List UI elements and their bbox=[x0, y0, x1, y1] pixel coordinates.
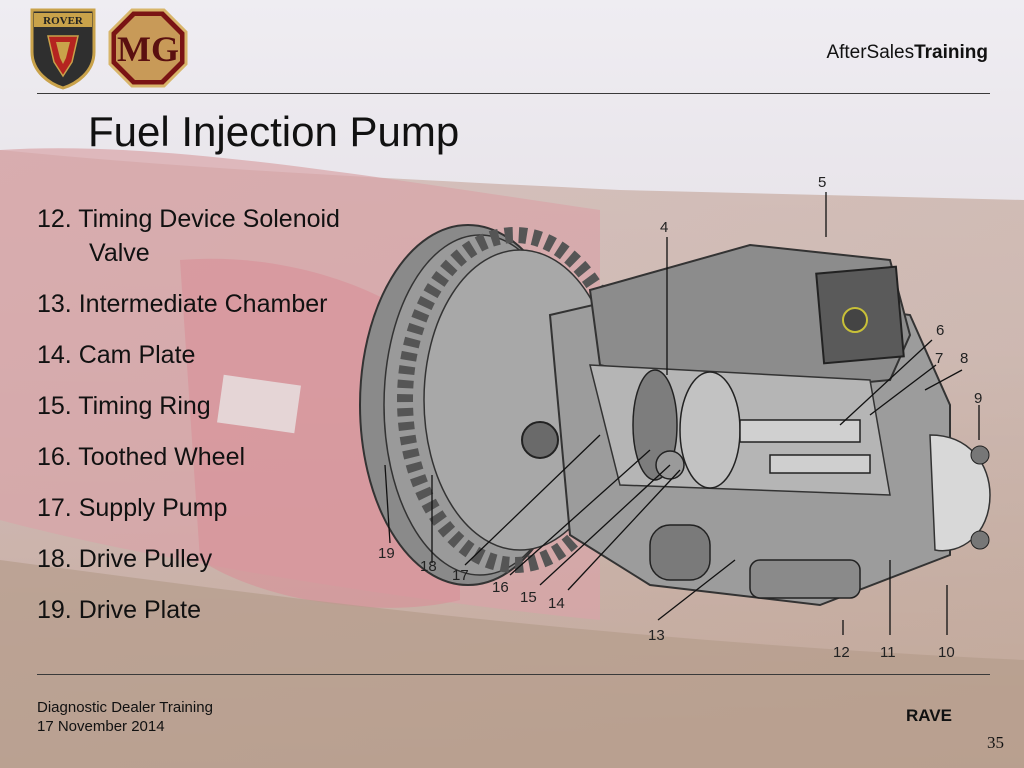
callout-label: 8 bbox=[960, 350, 968, 367]
list-item-label: Intermediate Chamber bbox=[78, 290, 328, 318]
page-number: 35 bbox=[987, 733, 1004, 752]
callout-label: 14 bbox=[548, 595, 565, 612]
callout-label: 15 bbox=[520, 589, 537, 606]
list-item: 15. Timing Ring bbox=[37, 389, 340, 423]
callout-label: 5 bbox=[818, 174, 826, 191]
fuel-injection-pump-diagram: 5 4 6 7 8 9 10 11 12 13 14 15 16 17 18 1… bbox=[359, 174, 991, 661]
header-rule bbox=[37, 93, 990, 94]
list-item-number: 18. bbox=[37, 545, 72, 573]
callout-label: 13 bbox=[648, 627, 665, 644]
list-item-number: 13. bbox=[37, 290, 72, 318]
list-item-label: Drive Pulley bbox=[78, 545, 213, 573]
callout-label: 12 bbox=[833, 644, 850, 661]
callout-label: 17 bbox=[452, 567, 469, 584]
footer-rule bbox=[37, 674, 990, 675]
rover-logo-text: ROVER bbox=[43, 15, 84, 27]
list-item-number: 17. bbox=[37, 494, 72, 522]
callout-label: 6 bbox=[936, 322, 944, 339]
page-title: Fuel Injection Pump bbox=[88, 108, 460, 155]
callout-label: 9 bbox=[974, 390, 982, 407]
mg-logo: MG bbox=[108, 8, 188, 88]
list-item-number: 12. bbox=[37, 205, 72, 233]
callout-label: 10 bbox=[938, 644, 955, 661]
footer-info: Diagnostic Dealer Training 17 November 2… bbox=[37, 698, 213, 736]
callout-label: 4 bbox=[660, 219, 668, 236]
rover-logo: ROVER bbox=[30, 8, 96, 90]
list-item: 17. Supply Pump bbox=[37, 491, 340, 525]
callout-label: 7 bbox=[935, 350, 943, 367]
list-item-label: Supply Pump bbox=[78, 494, 228, 522]
mg-logo-text: MG bbox=[117, 29, 179, 69]
rave-logo: RAVE bbox=[906, 706, 952, 725]
brand-prefix: AfterSales bbox=[826, 42, 915, 63]
brand-suffix: Training bbox=[914, 42, 988, 63]
list-item-number: 19. bbox=[37, 596, 72, 624]
list-item: 14. Cam Plate bbox=[37, 338, 340, 372]
list-item: 18. Drive Pulley bbox=[37, 542, 340, 576]
callout-label: 19 bbox=[378, 545, 395, 562]
callout-label: 11 bbox=[880, 644, 896, 661]
footer-course: Diagnostic Dealer Training bbox=[37, 699, 213, 716]
footer-date: 17 November 2014 bbox=[37, 718, 165, 735]
list-item: 19. Drive Plate bbox=[37, 593, 340, 627]
list-item: 13. Intermediate Chamber bbox=[37, 287, 340, 321]
list-item-number: 16. bbox=[37, 443, 72, 471]
list-item-label: Timing Ring bbox=[78, 392, 211, 420]
list-item-label: Drive Plate bbox=[78, 596, 201, 624]
callout-label: 16 bbox=[492, 579, 509, 596]
list-item-number: 15. bbox=[37, 392, 72, 420]
list-item: 16. Toothed Wheel bbox=[37, 440, 340, 474]
list-item-label: Toothed Wheel bbox=[78, 443, 246, 471]
list-item-continuation: Valve bbox=[89, 239, 150, 267]
aftersales-training-brand: AfterSalesTraining bbox=[826, 42, 988, 64]
list-item-label: Timing Device Solenoid bbox=[78, 205, 340, 233]
list-item-label: Cam Plate bbox=[78, 341, 196, 369]
callout-label: 18 bbox=[420, 558, 437, 575]
list-item-number: 14. bbox=[37, 341, 72, 369]
